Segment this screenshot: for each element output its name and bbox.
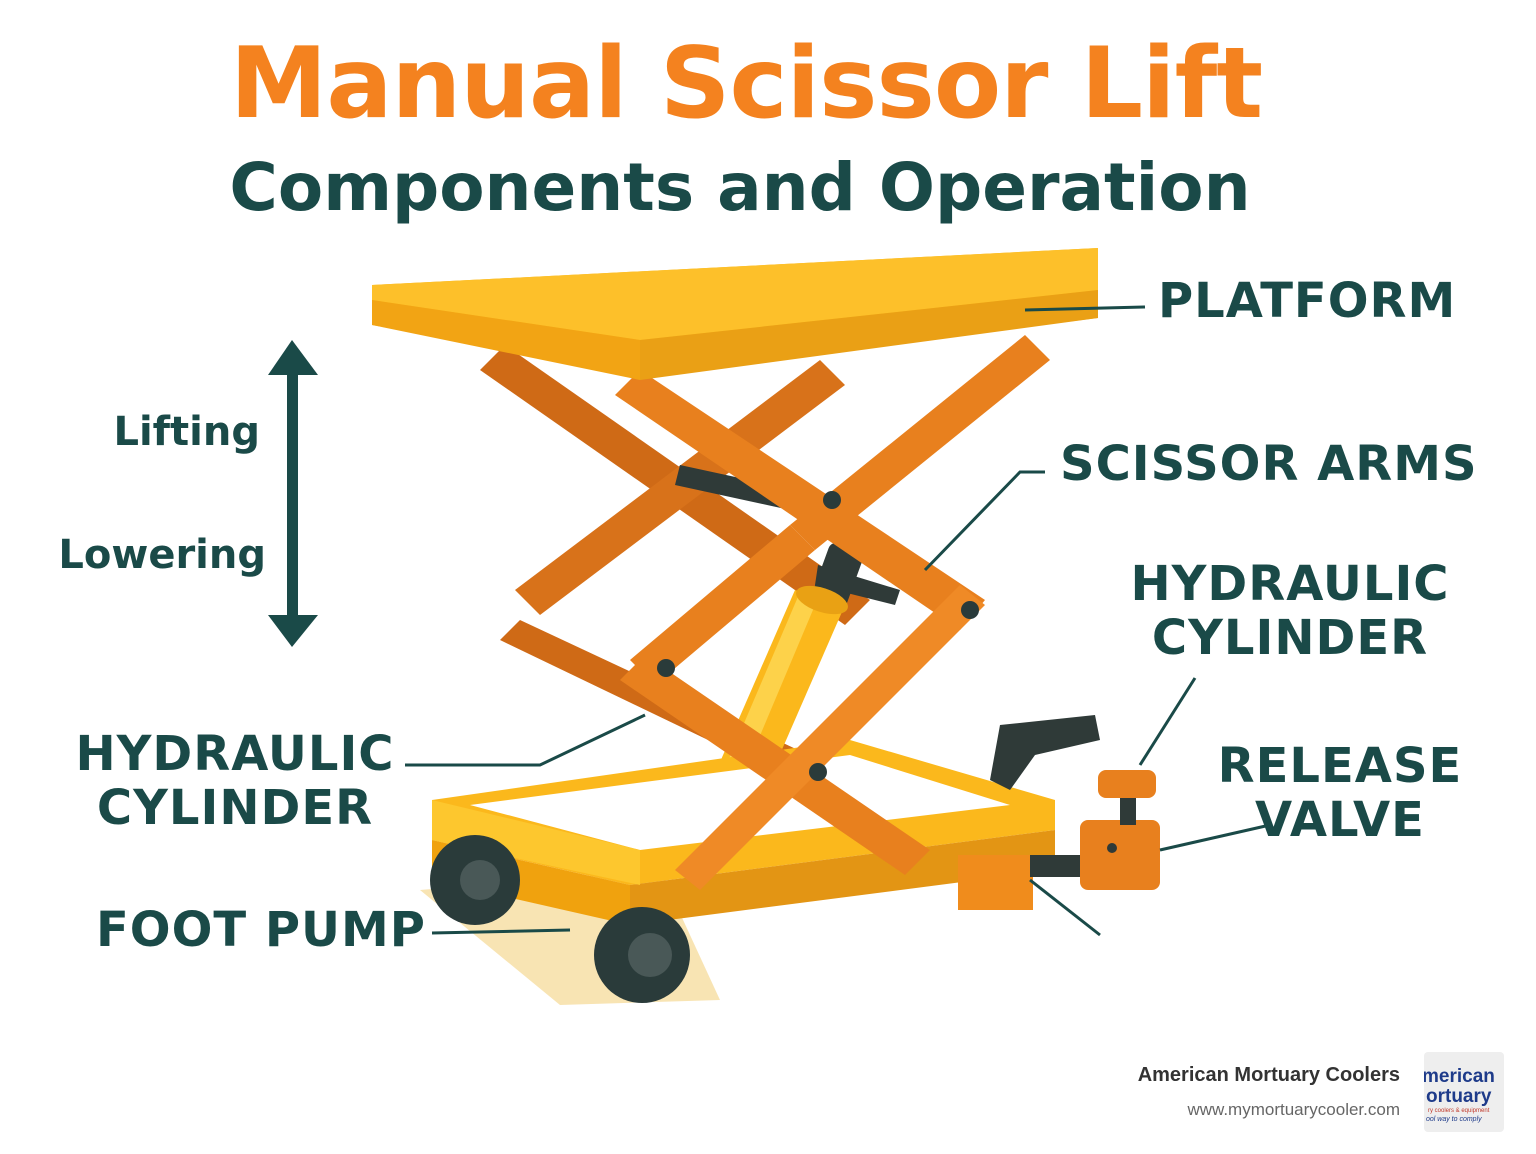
brand-name: American Mortuary Coolers (1137, 1064, 1400, 1086)
brand-url: www.mymortuarycooler.com (1187, 1100, 1400, 1119)
logo-line4: ool way to comply (1426, 1116, 1482, 1123)
hydraulic-cylinder-right-line2: CYLINDER (1151, 609, 1429, 666)
hydraulic-cylinder-left-line2: CYLINDER (96, 779, 374, 836)
lowering-label: Lowering (58, 532, 266, 578)
hydraulic-cylinder-right-label: HYDRAULIC CYLINDER (1130, 556, 1450, 666)
logo-line3: ry coolers & equipment (1428, 1108, 1490, 1114)
brand-logo: merican ortuary ry coolers & equipment o… (1424, 1052, 1504, 1132)
leader-lines (405, 305, 1271, 937)
up-down-arrow (268, 340, 318, 647)
scissor-arms-label: SCISSOR ARMS (1060, 436, 1478, 492)
page-title: Manual Scissor Lift (229, 27, 1263, 141)
foot-pump-label: FOOT PUMP (96, 902, 426, 958)
release-valve-label: RELEASE VALVE (1215, 738, 1465, 848)
wheel-front-left (594, 907, 690, 1003)
hydraulic-cylinder-right-line1: HYDRAULIC (1130, 556, 1450, 612)
release-valve-shape (1080, 770, 1160, 890)
hydraulic-cylinder-left-line1: HYDRAULIC (75, 726, 395, 782)
lifting-label: Lifting (113, 409, 260, 455)
platform-shape (372, 248, 1098, 380)
platform-label: PLATFORM (1158, 273, 1457, 329)
pivot-bolts (657, 491, 979, 781)
scissor-arms-front (615, 335, 1050, 890)
release-valve-line1: RELEASE (1217, 738, 1463, 794)
release-valve-line2: VALVE (1255, 791, 1425, 848)
foot-pump-shape (958, 715, 1100, 910)
wheel-rear-left (430, 835, 520, 925)
logo-line1: merican (1424, 1066, 1495, 1087)
hydraulic-cylinder-left-label: HYDRAULIC CYLINDER (70, 726, 400, 836)
page-subtitle: Components and Operation (229, 149, 1251, 226)
logo-line2: ortuary (1426, 1086, 1492, 1107)
